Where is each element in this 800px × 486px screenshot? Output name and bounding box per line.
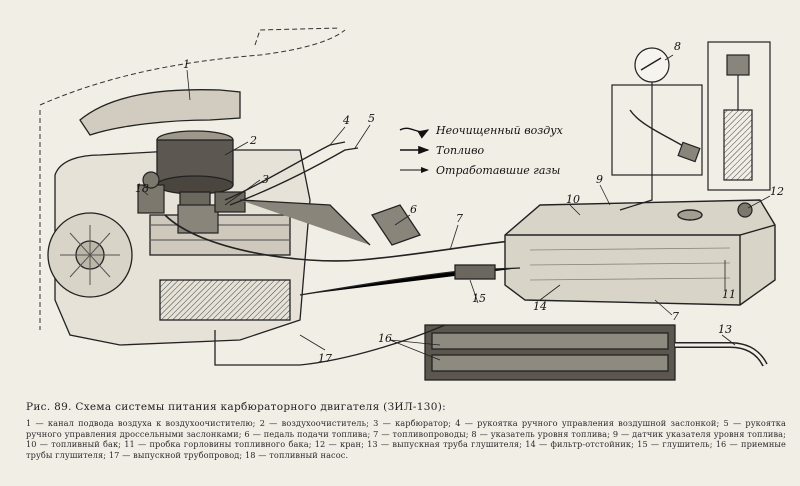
figure-legend-text: 1 — канал подвода воздуха к воздухоочист… [26, 418, 786, 460]
figure-caption: Рис. 89. Схема системы питания карбюрато… [26, 401, 446, 413]
raw-air-arrow-icon [399, 127, 430, 139]
muffler [299, 264, 768, 381]
callout-3: 3 [262, 173, 269, 186]
fuel-tank [504, 199, 776, 306]
legend-label-fuel: Топливо [436, 144, 485, 157]
callout-9: 9 [596, 173, 603, 186]
callout-labels: 1 2 3 4 5 6 7 7 8 9 10 11 12 13 14 15 16… [135, 40, 784, 365]
callout-13: 13 [718, 323, 732, 336]
flow-legend: Неочищенный воздух Топливо Отработавшие … [399, 124, 564, 177]
callout-6: 6 [410, 203, 417, 216]
air-cleaner [156, 130, 234, 213]
fuel-pump [137, 171, 165, 214]
legend-item-raw-air: Неочищенный воздух [399, 124, 564, 139]
control-cables [224, 141, 359, 206]
hood-outline [39, 27, 346, 330]
legend-item-fuel: Топливо [400, 144, 485, 157]
callout-14: 14 [533, 300, 547, 313]
callout-7b: 7 [672, 310, 679, 323]
callout-16: 16 [378, 332, 392, 345]
callout-7a: 7 [456, 212, 463, 225]
carburetor [177, 191, 246, 234]
callout-17: 17 [318, 352, 332, 365]
callout-10: 10 [566, 193, 580, 206]
leader-lines [141, 54, 771, 361]
legend-label-exhaust: Отработавшие газы [436, 164, 560, 177]
callout-18: 18 [135, 182, 149, 195]
callout-11: 11 [722, 288, 736, 301]
exhaust-manifold [214, 324, 446, 366]
callout-1: 1 [183, 58, 190, 71]
accelerator-pedal [239, 199, 422, 246]
fuel-system-diagram: 1 2 3 4 5 6 7 7 8 9 10 11 12 13 14 15 16… [39, 27, 784, 381]
callout-4: 4 [342, 114, 350, 127]
callout-5: 5 [368, 112, 375, 125]
air-intake-channel [79, 89, 241, 136]
tank-filler-assembly [707, 41, 771, 218]
fuel-level-gauge [611, 47, 703, 211]
legend-item-exhaust: Отработавшие газы [400, 164, 560, 177]
callout-8: 8 [674, 40, 681, 53]
legend-label-raw-air: Неочищенный воздух [435, 124, 564, 137]
callout-15: 15 [472, 292, 486, 305]
callout-2: 2 [249, 134, 257, 147]
callout-12: 12 [770, 185, 784, 198]
